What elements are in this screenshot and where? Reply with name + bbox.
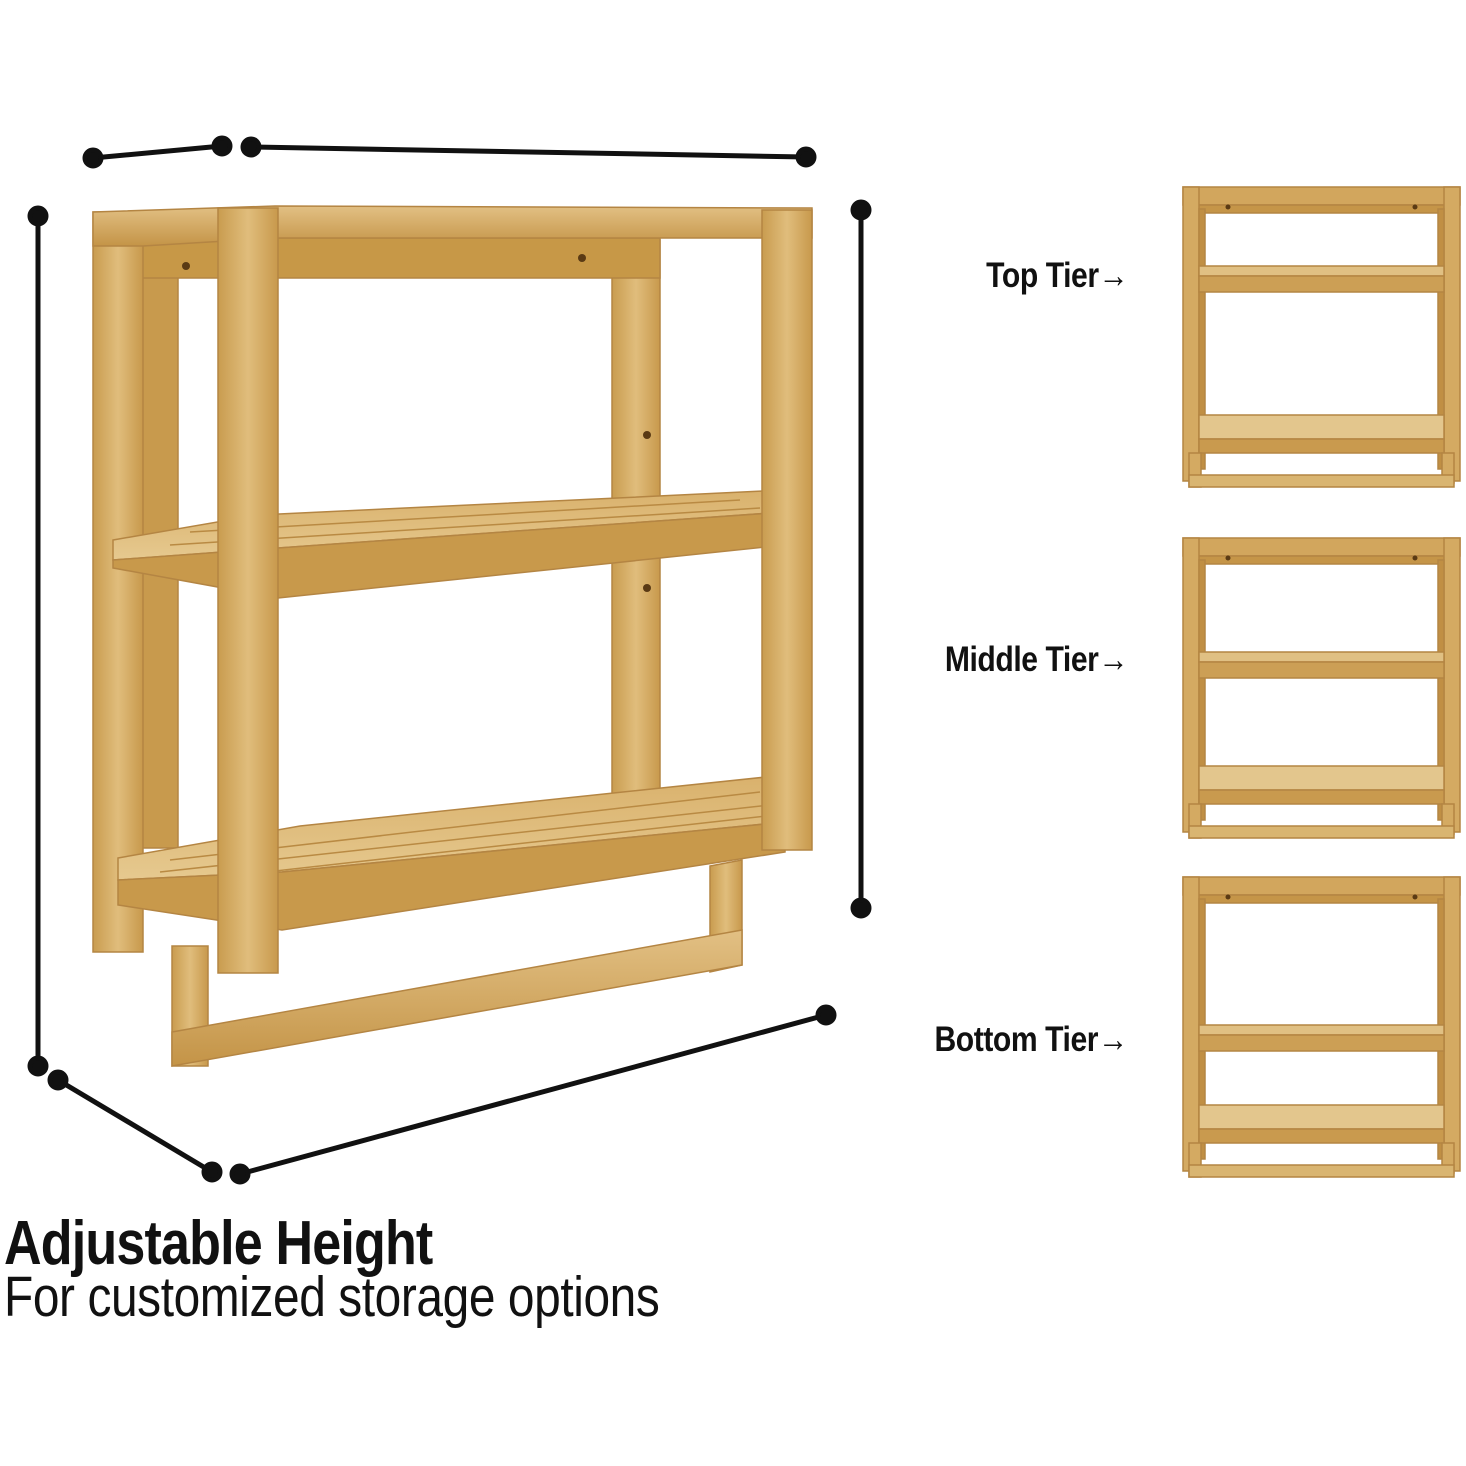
bamboo-shelf-main [92,205,813,1067]
dimension-dot [82,147,104,169]
tier-label-bottom: Bottom Tier→ [934,1020,1129,1060]
small-shelf-adjustable-top [1198,1024,1445,1036]
dimension-dot [27,1055,49,1077]
small-shelf-inner-right [1437,208,1445,470]
small-shelf-inner-right [1437,559,1445,821]
small-shelf-back-rail [1194,555,1449,565]
small-shelf-adjustable-front [1198,275,1445,293]
tier-shelves [1182,186,1461,1178]
dimension-dot [47,1069,69,1091]
dimension-dot [240,136,262,158]
tier-label-text: Bottom Tier [934,1020,1099,1059]
small-shelf-middle-tier [1182,537,1461,839]
screw-hole [1412,555,1418,561]
screw-hole [1225,894,1231,900]
small-shelf-top-rail [1182,537,1461,557]
tier-label-top: Top Tier→ [985,256,1129,296]
screw-hole [1225,204,1231,210]
front-left-side-post [92,211,144,953]
right-arrow-icon: → [1098,1020,1128,1059]
dimension-dot [229,1163,251,1185]
small-shelf-top-rail [1182,876,1461,896]
tier-label-text: Middle Tier [944,640,1099,679]
small-shelf-towel-bar [1188,474,1455,488]
dimension-dot [815,1004,837,1026]
small-shelf-towel-bar [1188,825,1455,839]
towel-bar [171,929,743,1067]
right-arrow-icon: → [1098,256,1128,295]
small-shelf-left-post [1182,876,1200,1172]
small-shelf-bottom-front [1198,438,1445,454]
small-shelf-inner-left [1198,208,1206,470]
small-shelf-top-tier [1182,186,1461,488]
dimension-dot [850,199,872,221]
screw-hole [1225,555,1231,561]
small-shelf-adjustable-top [1198,265,1445,277]
screw-hole [1412,204,1418,210]
small-shelf-bottom-front [1198,789,1445,805]
small-shelf-right-post [1443,186,1461,482]
tier-label-middle: Middle Tier→ [944,640,1129,680]
dimension-dot [27,205,49,227]
dimension-dot [850,897,872,919]
small-shelf-bottom-top [1198,414,1445,440]
right-arrow-icon: → [1098,640,1128,679]
dimension-dot [201,1161,223,1183]
small-shelf-back-rail [1194,204,1449,214]
small-shelf-adjustable-front [1198,1034,1445,1052]
small-shelf-inner-left [1198,559,1206,821]
small-shelf-right-post [1443,876,1461,1172]
dimension-dot [795,146,817,168]
small-shelf-right-post [1443,537,1461,833]
small-shelf-bottom-front [1198,1128,1445,1144]
small-shelf-adjustable-top [1198,651,1445,663]
tier-label-text: Top Tier [985,256,1099,295]
small-shelf-adjustable-front [1198,661,1445,679]
small-shelf-left-post [1182,537,1200,833]
small-shelf-bottom-top [1198,1104,1445,1130]
small-shelf-back-rail [1194,894,1449,904]
small-shelf-towel-bar [1188,1164,1455,1178]
headline: Adjustable Height [4,1209,433,1278]
dimension-lines [27,135,872,1185]
small-shelf-top-rail [1182,186,1461,206]
small-shelf-left-post [1182,186,1200,482]
front-left-post [217,207,279,974]
bottom-shelf-front [117,821,786,931]
front-right-post [761,209,813,851]
subheadline: For customized storage options [4,1265,660,1329]
small-shelf-bottom-tier [1182,876,1461,1178]
small-shelf-bottom-top [1198,765,1445,791]
screw-hole [1412,894,1418,900]
dimension-dot [211,135,233,157]
